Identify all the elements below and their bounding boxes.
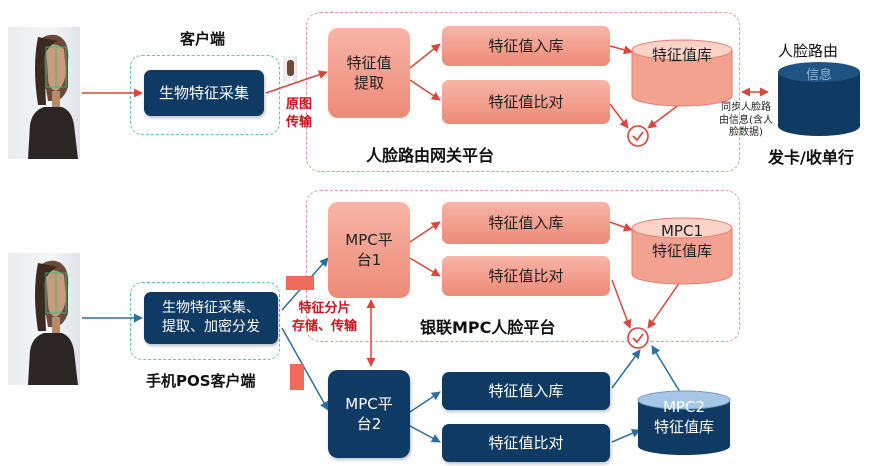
person-silhouette-icon [28,34,78,159]
pos-collect-label: 生物特征采集、 提取、加密分发 [162,300,260,335]
original-image-transfer-note: 原图 传输 [286,96,312,131]
sync-note: 同步人脸路 由信息(含人 脸数据) [710,102,782,140]
mpc1-label: MPC平 台1 [345,230,393,269]
mpc2-compare-box: 特征值比对 [442,424,610,462]
feature-extract-box: 特征值 提取 [328,28,410,118]
shard-marker-top [286,276,314,290]
pos-collect-box: 生物特征采集、 提取、加密分发 [144,292,278,344]
mpc1-store-box: 特征值入库 [442,202,610,244]
mpc-platform-frame [306,190,740,342]
pos-client-label: 手机POS客户端 [146,372,256,390]
mpc1-db-text: MPC1 特征值库 [651,222,712,260]
person-silhouette-icon [28,260,78,385]
sync-note-text: 同步人脸路 由信息(含人 脸数据) [719,102,773,138]
transfer-note-text: 原图 传输 [286,97,313,130]
person-photo-top [8,27,80,159]
person-photo-bottom [8,253,80,385]
feature-store-box: 特征值入库 [442,26,610,66]
check-circle-icon [627,125,649,147]
gateway-platform-label: 人脸路由网关平台 [366,146,495,165]
feature-extract-label: 特征值 提取 [346,53,392,92]
mpc2-db-cylinder [637,390,731,455]
gateway-platform-frame [306,12,740,172]
client-frame [130,55,280,135]
mpc2-store-box: 特征值入库 [442,372,610,410]
feature-db-label: 特征值库 [651,46,712,64]
mpc2-db-label: MPC2 特征值库 [636,398,732,437]
shard-note: 特征分片 存储、传输 [292,300,357,335]
mpc2-box: MPC平 台2 [328,370,410,458]
client-label: 客户端 [180,30,226,48]
mpc-platform-label: 银联MPC人脸平台 [420,318,556,337]
mpc1-db-cylinder [631,217,733,285]
mpc2-db-text: MPC2 特征值库 [653,398,714,436]
mpc2-label: MPC平 台2 [345,394,393,433]
mpc1-db-label: MPC1 特征值库 [636,222,728,261]
pos-client-frame [130,282,280,360]
shard-marker-bottom [290,364,304,390]
biometric-collect-box: 生物特征采集 [144,70,264,116]
feature-db-cylinder [631,39,733,107]
route-db-inner-label: 信息 [805,68,832,83]
bank-label: 发卡/收单行 [768,148,854,167]
shard-note-text: 特征分片 存储、传输 [292,301,358,334]
route-db-title: 人脸路由 [778,42,839,60]
thumbnail-photo [283,56,297,82]
feature-compare-box: 特征值比对 [442,80,610,124]
database-icon [778,62,860,136]
mpc1-box: MPC平 台1 [328,202,410,298]
check-circle-icon [627,327,649,349]
mpc1-compare-box: 特征值比对 [442,256,610,296]
